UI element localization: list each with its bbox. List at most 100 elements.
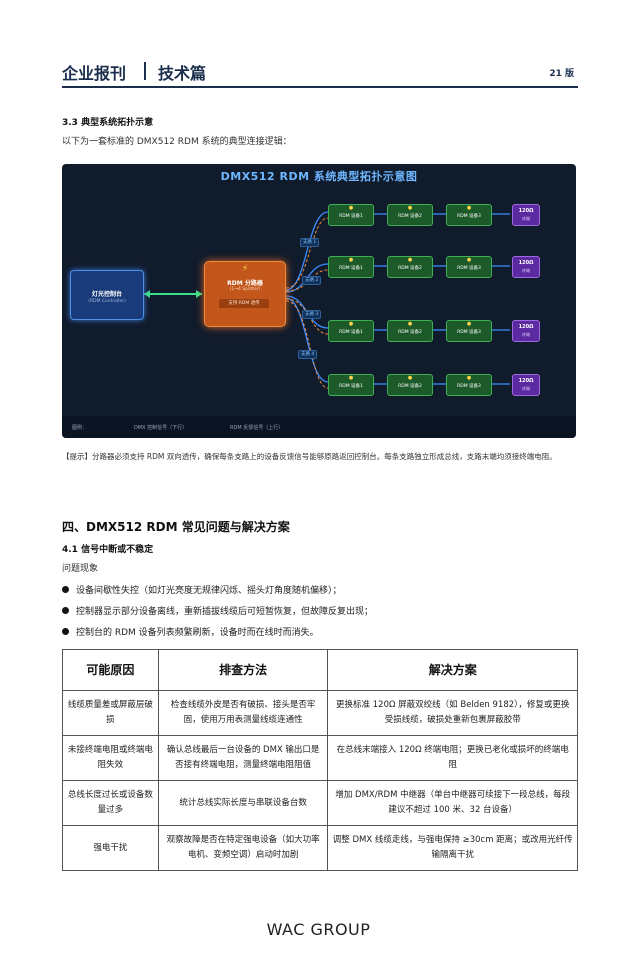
device-label: RDM 设备3: [457, 384, 481, 389]
column-header: 可能原因: [62, 649, 159, 691]
table-cell: 更换标准 120Ω 屏蔽双绞线（如 Belden 9182），修复或更换受损线缆…: [327, 690, 578, 736]
rdm-device: ● RDM 设备1: [328, 256, 374, 278]
section-heading-3-3: 3.3 典型系统拓扑示意: [62, 118, 154, 128]
branch-label-4: 支路 4: [298, 350, 318, 359]
controller-subtitle: (RDM Controller): [88, 299, 126, 304]
terminator-label: 终端: [522, 268, 530, 273]
bullet-text: 控制器显示部分设备离线，重新插拔线缆后可短暂恢复，但故障反复出现；: [76, 607, 374, 617]
device-label: RDM 设备1: [339, 330, 363, 335]
table-row: 总线长度过长或设备数量过多 统计总线实际长度与串联设备台数 增加 DMX/RDM…: [62, 780, 578, 826]
terminator-label: 终端: [522, 332, 530, 337]
table-cell: 线缆质量差或屏蔽层破损: [62, 690, 159, 736]
table-cell: 调整 DMX 线缆走线，与强电保持 ≥30cm 距离；或改用光纤传输隔离干扰: [327, 825, 578, 871]
column-header: 排查方法: [157, 649, 329, 691]
terminator-label: 终端: [522, 386, 530, 391]
table-row: 线缆质量差或屏蔽层破损 检查线缆外皮是否有破损、接头是否牢固，使用万用表测量线缆…: [62, 690, 578, 736]
terminator-value: 120Ω: [518, 378, 534, 384]
table-header-row: 可能原因 排查方法 解决方案: [62, 649, 578, 691]
rdm-device: ● RDM 设备1: [328, 374, 374, 396]
device-label: RDM 设备3: [457, 330, 481, 335]
bullet-item: 控制台的 RDM 设备列表频繁刷新，设备时而在线时而消失。: [62, 625, 319, 638]
header-title: 企业报刊: [62, 64, 127, 83]
table-cell: 确认总线最后一台设备的 DMX 输出口是否接有终端电阻，测量终端电阻阻值: [157, 735, 329, 781]
table-cell: 观察故障是否在特定强电设备（如大功率电机、变频空调）启动时加剧: [157, 825, 329, 871]
device-label: RDM 设备2: [398, 330, 422, 335]
branch-label-1: 支路 1: [300, 238, 320, 247]
bullet-text: 设备间歇性失控（如灯光亮度无规律闪烁、摇头灯角度随机偏移）；: [76, 586, 342, 596]
rdm-device: ● RDM 设备2: [387, 374, 433, 396]
table-cell: 总线长度过长或设备数量过多: [62, 780, 159, 826]
table-cell: 强电干扰: [62, 825, 159, 871]
terminator-node: 120Ω 终端: [512, 204, 540, 226]
rdm-device: ● RDM 设备1: [328, 204, 374, 226]
legend-rdm: RDM 反馈信号（上行）: [230, 425, 284, 431]
diagram-legend: 图例： DMX 控制信号（下行） RDM 反馈信号（上行）: [62, 416, 576, 438]
tip-text: 【提示】分路器必须支持 RDM 双向透传，确保每条支路上的设备反馈信号能够原路返…: [62, 452, 557, 461]
splitter-node: ⚡ RDM 分路器 (1→4 Splitter) 支持 RDM 透传: [204, 261, 286, 327]
bullet-item: 控制器显示部分设备离线，重新插拔线缆后可短暂恢复，但故障反复出现；: [62, 604, 373, 617]
bulb-icon: ●: [466, 205, 472, 211]
bulb-icon: ●: [348, 205, 354, 211]
diagram-title: DMX512 RDM 系统典型拓扑示意图: [220, 170, 418, 183]
device-label: RDM 设备2: [398, 384, 422, 389]
splitter-badge: 支持 RDM 透传: [219, 299, 269, 308]
legend-label: 图例：: [72, 425, 88, 431]
splitter-subtitle: (1→4 Splitter): [229, 287, 261, 292]
device-label: RDM 设备2: [398, 214, 422, 219]
bullet-dot-icon: [62, 586, 69, 593]
section-heading-4: 四、DMX512 RDM 常见问题与解决方案: [62, 520, 290, 534]
bulb-icon: ●: [466, 257, 472, 263]
bulb-icon: ●: [466, 375, 472, 381]
column-header: 解决方案: [327, 649, 578, 691]
rdm-device: ● RDM 设备3: [446, 374, 492, 396]
rdm-device: ● RDM 设备3: [446, 204, 492, 226]
page-header: 企业报刊 技术篇 21 版: [62, 60, 578, 86]
topology-diagram: DMX512 RDM 系统典型拓扑示意图 灯光控制台 (RDM Controll…: [62, 164, 576, 438]
bulb-icon: ●: [407, 375, 413, 381]
table-cell: 增加 DMX/RDM 中继器（单台中继器可续接下一段总线，每段建议不超过 100…: [327, 780, 578, 826]
lightning-icon: ⚡: [241, 264, 249, 274]
header-rule: [62, 86, 578, 88]
rdm-device: ● RDM 设备2: [387, 204, 433, 226]
table-cell: 统计总线实际长度与串联设备台数: [157, 780, 329, 826]
footer-logo: WAC GROUP: [266, 920, 371, 939]
terminator-value: 120Ω: [518, 260, 534, 266]
table-cell: 未接终端电阻或终端电阻失效: [62, 735, 159, 781]
bulb-icon: ●: [407, 257, 413, 263]
bulb-icon: ●: [466, 321, 472, 327]
bullet-dot-icon: [62, 628, 69, 635]
bullet-text: 控制台的 RDM 设备列表频繁刷新，设备时而在线时而消失。: [76, 628, 319, 638]
table-row: 强电干扰 观察故障是否在特定强电设备（如大功率电机、变频空调）启动时加剧 调整 …: [62, 825, 578, 871]
bullet-item: 设备间歇性失控（如灯光亮度无规律闪烁、摇头灯角度随机偏移）；: [62, 583, 342, 596]
header-divider: [144, 62, 146, 80]
device-label: RDM 设备1: [339, 266, 363, 271]
device-label: RDM 设备1: [339, 214, 363, 219]
bulb-icon: ●: [348, 321, 354, 327]
rdm-device: ●RDM 设备3: [446, 256, 492, 278]
controller-title: 灯光控制台: [91, 291, 122, 298]
terminator-node: 120Ω 终端: [512, 256, 540, 278]
page-number: 21 版: [549, 69, 574, 79]
rdm-device: ● RDM 设备2: [387, 320, 433, 342]
branch-label-2: 支路 2: [302, 276, 322, 285]
terminator-node: 120Ω 终端: [512, 374, 540, 396]
table-cell: 检查线缆外皮是否有破损、接头是否牢固，使用万用表测量线缆连通性: [157, 690, 329, 736]
bulb-icon: ●: [348, 375, 354, 381]
branch-label-3: 支路 3: [302, 310, 322, 319]
bulb-icon: ●: [407, 321, 413, 327]
rdm-device: ● RDM 设备3: [446, 320, 492, 342]
bulb-icon: ●: [407, 205, 413, 211]
device-label: RDM 设备1: [339, 384, 363, 389]
section-heading-4-1: 4.1 信号中断或不稳定: [62, 545, 154, 555]
legend-dmx: DMX 控制信号（下行）: [134, 425, 188, 431]
bulb-icon: ●: [348, 257, 354, 263]
troubleshooting-table: 可能原因 排查方法 解决方案 线缆质量差或屏蔽层破损 检查线缆外皮是否有破损、接…: [62, 649, 578, 871]
rdm-device: ● RDM 设备1: [328, 320, 374, 342]
terminator-value: 120Ω: [518, 208, 534, 214]
table-cell: 在总线末端接入 120Ω 终端电阻；更换已老化或损坏的终端电阻: [327, 735, 578, 781]
rdm-device: ●RDM 设备2: [387, 256, 433, 278]
bullet-dot-icon: [62, 607, 69, 614]
device-label: RDM 设备3: [457, 214, 481, 219]
terminator-label: 终端: [522, 216, 530, 221]
